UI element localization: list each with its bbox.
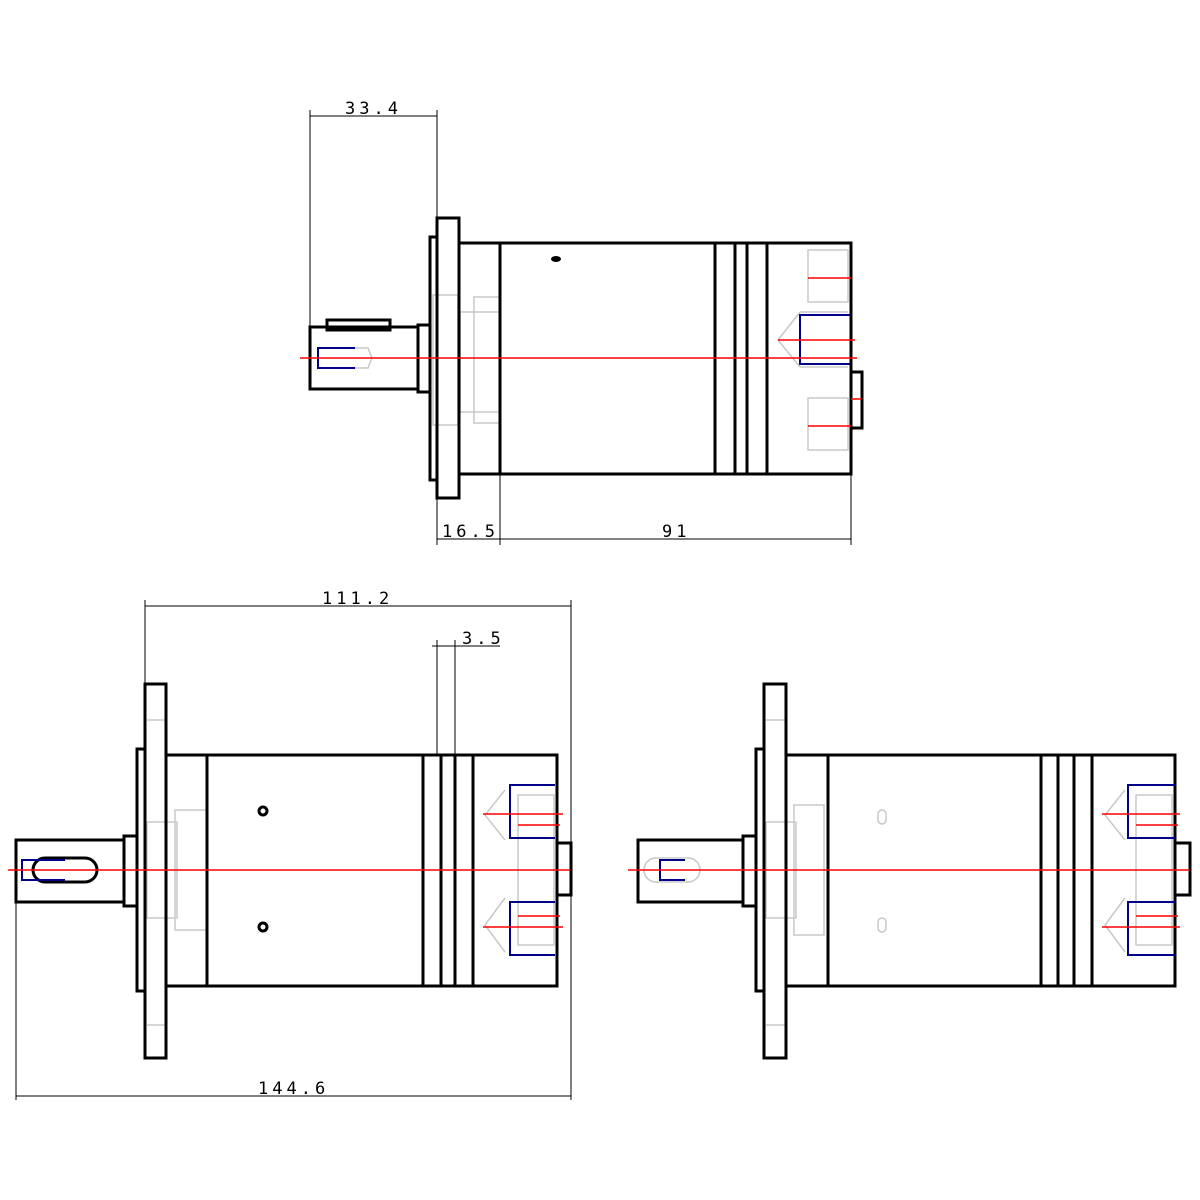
hidden-lines	[317, 314, 850, 369]
dim-body-length: 91	[662, 522, 690, 542]
end-nub	[1173, 841, 1192, 897]
shaft	[636, 838, 745, 904]
centerlines	[300, 277, 861, 427]
dim-flange-to-body: 16.5	[442, 522, 499, 542]
end-nub	[555, 841, 573, 897]
top-view: 33.4 16.5 91	[300, 99, 864, 545]
motor-outline	[14, 682, 573, 1060]
dim-overall-length: 144.6	[258, 1079, 329, 1099]
dim-ring-width: 3.5	[462, 629, 505, 649]
dim-flange-to-end: 111.2	[322, 589, 393, 609]
screw-hole-icon	[257, 921, 269, 933]
screw-hole-icon	[257, 805, 269, 817]
dimension-lines	[15, 600, 572, 1100]
front-view-right	[628, 682, 1192, 1060]
flange	[143, 682, 168, 1060]
dimension-lines	[309, 110, 852, 545]
screw-hole-icon	[551, 256, 561, 262]
motor-outline	[636, 682, 1192, 1060]
centerlines	[628, 813, 1190, 928]
flange	[762, 682, 788, 1060]
centerlines	[8, 813, 570, 928]
end-nub	[849, 370, 864, 430]
dim-shaft-length: 33.4	[345, 99, 402, 119]
front-view-left: 111.2 3.5 144.6	[8, 589, 573, 1100]
shaft-key	[325, 318, 392, 332]
